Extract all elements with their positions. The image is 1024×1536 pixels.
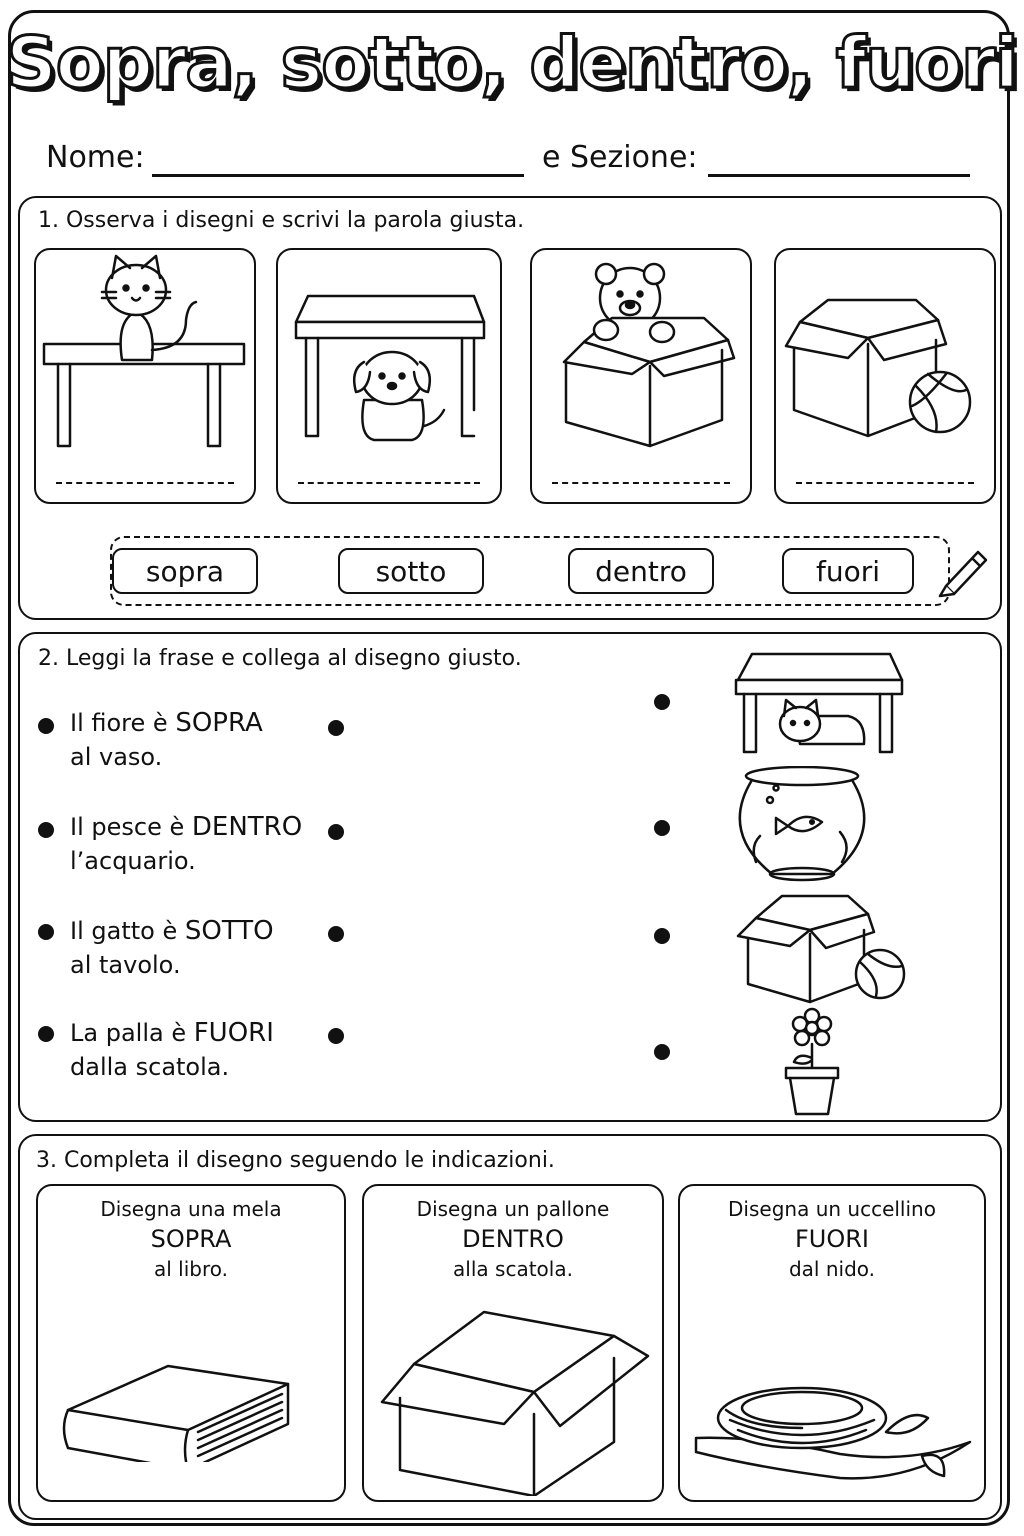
section-field[interactable] (708, 174, 970, 177)
task-line: dal nido. (788, 1257, 876, 1281)
match-dot-right[interactable] (654, 1044, 670, 1060)
ball-outside-box-icon (784, 298, 972, 438)
task-text: Disegna un pallone DENTRO alla scatola. (364, 1194, 662, 1284)
dog-under-table-icon (294, 294, 486, 442)
bear-in-box-icon (562, 262, 736, 448)
picture-card-dog-under-table (276, 248, 502, 504)
sentence-1: Il fiore è SOPRA al vaso. (70, 706, 263, 774)
task-line: Disegna un pallone (416, 1197, 610, 1221)
sentence-text: dalla scatola. (70, 1053, 230, 1081)
task-key: DENTRO (462, 1225, 564, 1253)
match-dot-left[interactable] (328, 1028, 344, 1044)
drawing-task-bird[interactable]: Disegna un uccellino FUORI dal nido. (678, 1184, 986, 1502)
flower-in-pot-icon (784, 1007, 840, 1116)
word-bank (110, 536, 950, 606)
answer-line[interactable] (796, 482, 974, 484)
match-dot-right[interactable] (654, 820, 670, 836)
exercise-1: 1. Osserva i disegni e scrivi la parola … (18, 196, 1002, 620)
bullet (38, 822, 54, 838)
match-dot-left[interactable] (328, 720, 344, 736)
bullet (38, 1026, 54, 1042)
sentence-key: DENTRO (191, 812, 303, 842)
sentence-text: l’acquario. (70, 847, 196, 875)
picture-card-cat-on-table (34, 248, 256, 504)
task-line: al libro. (153, 1257, 228, 1281)
match-dot-right[interactable] (654, 928, 670, 944)
sentence-text: Il pesce è (70, 813, 192, 841)
page-title: Sopra, sotto, dentro, fuori (5, 21, 1020, 106)
bullet (38, 924, 54, 940)
task-text: Disegna una mela SOPRA al libro. (38, 1194, 344, 1284)
sentence-text: Il fiore è (70, 709, 176, 737)
match-dot-left[interactable] (328, 926, 344, 942)
sentence-key: FUORI (193, 1018, 274, 1048)
drawing-task-apple[interactable]: Disegna una mela SOPRA al libro. (36, 1184, 346, 1502)
answer-line[interactable] (56, 482, 234, 484)
cat-under-table-icon (734, 652, 904, 754)
task-line: Disegna una mela (100, 1197, 282, 1221)
task-line: alla scatola. (453, 1257, 573, 1281)
word-sopra[interactable]: sopra (112, 548, 258, 594)
sentence-key: SOTTO (184, 916, 274, 946)
name-label: Nome: (46, 140, 145, 175)
task-line: Disegna un uccellino (728, 1197, 936, 1221)
sentence-key: SOPRA (175, 708, 263, 738)
task-key: SOPRA (150, 1225, 232, 1253)
sentence-text: al vaso. (70, 743, 163, 771)
word-dentro[interactable]: dentro (568, 548, 714, 594)
drawing-task-ball[interactable]: Disegna un pallone DENTRO alla scatola. (362, 1184, 664, 1502)
sentence-4: La palla è FUORI dalla scatola. (70, 1016, 274, 1084)
pencil-icon (938, 550, 988, 598)
cat-on-table-icon (42, 254, 246, 448)
sentence-text: al tavolo. (70, 951, 181, 979)
word-sotto[interactable]: sotto (338, 548, 484, 594)
exercise-3-instruction: 3. Completa il disegno seguendo le indic… (36, 1148, 555, 1173)
exercise-3: 3. Completa il disegno seguendo le indic… (18, 1134, 1002, 1520)
section-label: e Sezione: (542, 140, 698, 175)
exercise-1-instruction: 1. Osserva i disegni e scrivi la parola … (38, 208, 525, 233)
sentence-text: La palla è (70, 1019, 194, 1047)
picture-card-bear-in-box (530, 248, 752, 504)
ball-outside-box-2-icon (736, 894, 906, 1004)
task-key: FUORI (794, 1225, 869, 1253)
nest-icon (694, 1386, 972, 1480)
sentence-text: Il gatto è (70, 917, 185, 945)
picture-card-ball-outside-box (774, 248, 996, 504)
exercise-2-instruction: 2. Leggi la frase e collega al disegno g… (38, 646, 522, 671)
answer-line[interactable] (298, 482, 480, 484)
word-fuori[interactable]: fuori (782, 548, 914, 594)
bullet (38, 718, 54, 734)
sentence-2: Il pesce è DENTRO l’acquario. (70, 810, 302, 878)
sentence-3: Il gatto è SOTTO al tavolo. (70, 914, 274, 982)
task-text: Disegna un uccellino FUORI dal nido. (680, 1194, 984, 1284)
match-dot-right[interactable] (654, 694, 670, 710)
book-icon (62, 1364, 290, 1462)
exercise-2: 2. Leggi la frase e collega al disegno g… (18, 632, 1002, 1122)
name-field[interactable] (152, 174, 524, 177)
match-dot-left[interactable] (328, 824, 344, 840)
answer-line[interactable] (552, 482, 730, 484)
open-box-icon (380, 1310, 650, 1496)
page-frame (8, 10, 1010, 1526)
fish-in-bowl-icon (738, 766, 866, 882)
